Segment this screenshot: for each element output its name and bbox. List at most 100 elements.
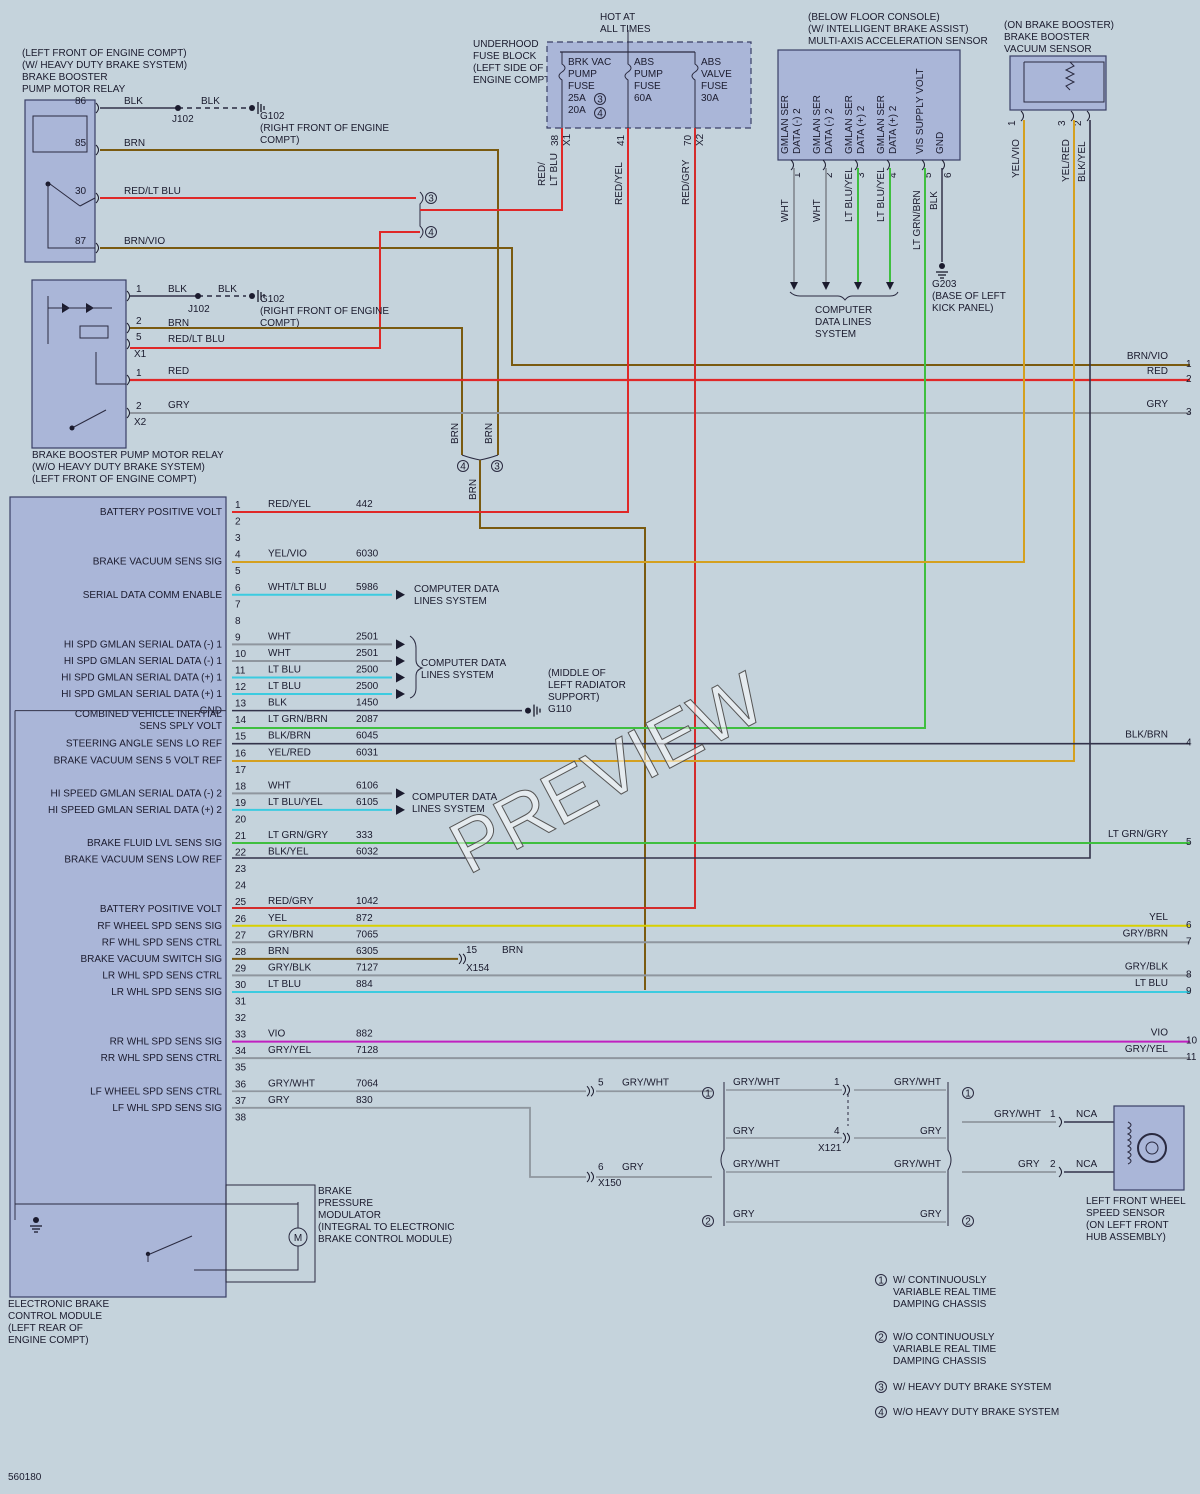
circuit-number: 6106 xyxy=(356,780,379,791)
circuit-number: 7065 xyxy=(356,929,379,940)
edge-wire-label: GRY/BRN xyxy=(1123,928,1168,939)
accel-pin-label: GMLAN SER xyxy=(780,95,791,154)
wire-red-lt-blu xyxy=(420,128,563,211)
wire-label: RED/YEL xyxy=(614,162,625,205)
legend-mark-ring xyxy=(875,1274,887,1286)
tone-ring-icon xyxy=(1145,1141,1159,1155)
wire-lt-grn-brn xyxy=(232,168,926,729)
wire-label: LT BLU xyxy=(268,681,301,692)
option-mark-ring xyxy=(425,226,437,238)
wire-label: BRN xyxy=(468,479,479,500)
option-mark-ring xyxy=(702,1215,714,1227)
ebcm-title: ELECTRONIC BRAKE xyxy=(8,1299,109,1310)
splice-j102 xyxy=(175,105,181,111)
fuse-label: FUSE xyxy=(701,81,728,92)
ebcm-pin-label: HI SPD GMLAN SERIAL DATA (-) 1 xyxy=(64,639,223,650)
fuse-block-title: ENGINE COMPT) xyxy=(473,75,554,86)
ebcm-pin-label: LR WHL SPD SENS CTRL xyxy=(102,970,222,981)
circuit-number: 7127 xyxy=(356,962,379,973)
ground-g102-dot xyxy=(249,105,255,111)
data-brace xyxy=(789,291,899,301)
ebcm-pin: 37 xyxy=(235,1096,247,1107)
edge-wire-label: GRY xyxy=(1147,399,1169,410)
vac-sensor-title: VACUUM SENSOR xyxy=(1004,44,1092,55)
legend-mark: 4 xyxy=(878,1408,884,1419)
edge-number: 7 xyxy=(1186,936,1192,947)
ebcm-pin-label: HI SPEED GMLAN SERIAL DATA (-) 2 xyxy=(50,788,222,799)
fuse-block-title: FUSE BLOCK xyxy=(473,51,537,62)
ebcm-pin: 15 xyxy=(235,732,247,743)
edge-number: 5 xyxy=(1186,837,1192,848)
accel-pin: 3 xyxy=(856,172,867,178)
circuit-number: 6105 xyxy=(356,797,379,808)
circuit-number: 2500 xyxy=(356,665,379,676)
ebcm-pin-label: STEERING ANGLE SENS LO REF xyxy=(66,739,222,750)
ebcm-pin-label: HI SPD GMLAN SERIAL DATA (+) 1 xyxy=(61,673,222,684)
ebcm-pin: 26 xyxy=(235,914,247,925)
option-mark-ring xyxy=(962,1087,974,1099)
option-mark: 1 xyxy=(965,1089,971,1100)
relay-std-title: (W/O HEAVY DUTY BRAKE SYSTEM) xyxy=(32,462,205,473)
option-mark-ring xyxy=(491,460,503,472)
relay-hd-wire-internal xyxy=(79,197,96,207)
x121-terminal xyxy=(846,1084,850,1096)
lf-sensor-title: HUB ASSEMBLY) xyxy=(1086,1232,1166,1243)
relay-std-pin: 2 xyxy=(136,316,142,327)
sensor-terminal xyxy=(1058,1116,1062,1128)
option-brace xyxy=(461,454,499,461)
wire-label: WHT/LT BLU xyxy=(268,582,327,593)
circuit-number: 7128 xyxy=(356,1045,379,1056)
fuse-pin: 70 xyxy=(683,134,694,146)
edge-wire-label: BLK/BRN xyxy=(1125,730,1168,741)
ebcm-pin: 6 xyxy=(235,583,241,594)
connector-pin: 4 xyxy=(834,1126,840,1137)
ground-label: G102 xyxy=(260,294,285,305)
ground-label: COMPT) xyxy=(260,135,299,146)
circuit-number: 1450 xyxy=(356,698,379,709)
vac-pin: 3 xyxy=(1057,120,1068,126)
wire-label: LT GRN/GRY xyxy=(268,830,328,841)
legend-mark: 3 xyxy=(878,1383,884,1394)
fuse-label: ABS xyxy=(634,57,654,68)
accel-pin-label: GMLAN SER xyxy=(812,95,823,154)
legend-text: VARIABLE REAL TIME xyxy=(893,1287,997,1298)
legend-mark: 2 xyxy=(878,1333,884,1344)
vac-pin: 1 xyxy=(1007,120,1018,126)
legend-text: DAMPING CHASSIS xyxy=(893,1299,987,1310)
circuit-number: 6030 xyxy=(356,549,379,560)
modulator-box xyxy=(225,1184,316,1283)
edge-number: 1 xyxy=(1186,359,1192,370)
circuit-number: 6032 xyxy=(356,847,379,858)
data-lines-label: COMPUTER DATA xyxy=(414,584,500,595)
sensor-coil-icon xyxy=(1126,1121,1132,1165)
legend-mark-ring xyxy=(875,1406,887,1418)
wire-brn xyxy=(100,149,499,455)
wire-label: RED/YEL xyxy=(268,499,311,510)
edge-wire-label: LT BLU xyxy=(1135,978,1168,989)
ground-label: (RIGHT FRONT OF ENGINE xyxy=(260,306,389,317)
edge-number: 3 xyxy=(1186,407,1192,418)
accel-terminal xyxy=(886,159,890,171)
legend-mark: 1 xyxy=(878,1276,884,1287)
x150-terminal xyxy=(586,1171,590,1183)
relay-hd-pin: 30 xyxy=(75,186,87,197)
data-lines-label: LINES SYSTEM xyxy=(414,596,487,607)
ebcm-pin: 4 xyxy=(235,550,241,561)
x154-terminal xyxy=(458,953,462,965)
wire-label: LT BLU xyxy=(549,153,560,186)
data-arrow xyxy=(396,804,405,815)
ebcm-pin-label: BATTERY POSITIVE VOLT xyxy=(100,507,222,518)
ebcm-pin: 34 xyxy=(235,1046,247,1057)
wire-label: GRY/WHT xyxy=(894,1077,941,1088)
data-arrow xyxy=(396,589,405,600)
connector-label: X1 xyxy=(562,133,573,146)
ebcm-pin: 36 xyxy=(235,1079,247,1090)
accel-terminal xyxy=(921,159,925,171)
option-mark: 3 xyxy=(494,462,500,473)
ebcm-pin: 24 xyxy=(235,881,247,892)
ebcm-pin: 1 xyxy=(235,500,241,511)
ground-g102-dot xyxy=(249,293,255,299)
wire-label: BRN xyxy=(502,945,523,956)
vac-terminal xyxy=(1020,110,1024,122)
